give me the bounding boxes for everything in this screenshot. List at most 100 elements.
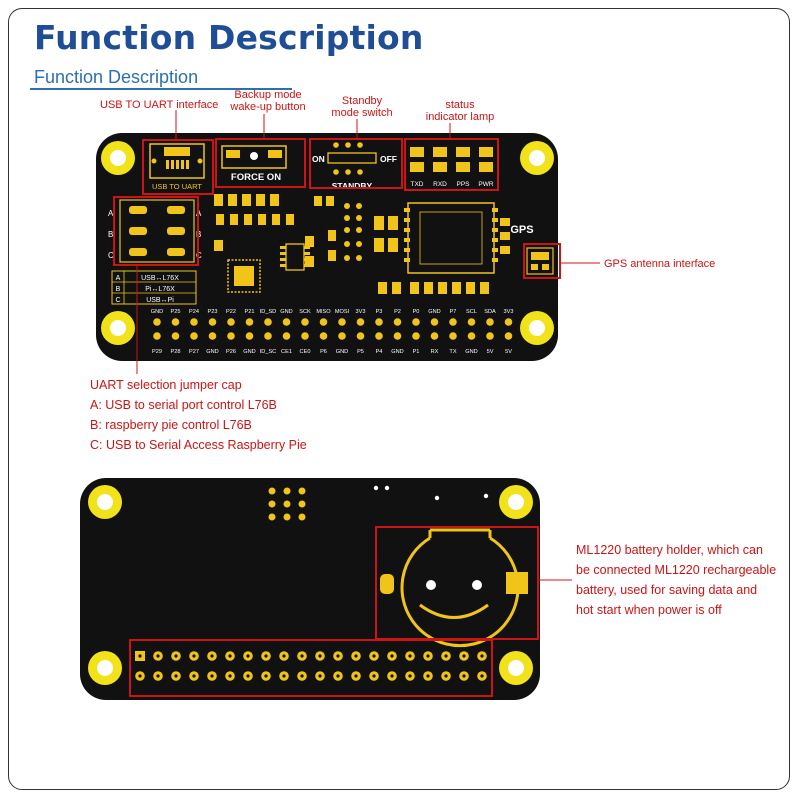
- page-subtitle: Function Description: [34, 67, 199, 87]
- standby-callout-line2: mode switch: [331, 107, 393, 119]
- standby-switch: ON OFF STANDBY: [312, 142, 397, 191]
- gpio-bottom-label: 5V: [487, 349, 494, 355]
- gpio-bottom-label: 5V: [505, 349, 512, 355]
- bottom-mount-holes: [88, 485, 533, 685]
- jumper-legend-table: A USB↔L76X B Pi↔L76X C USB↔Pi: [111, 270, 197, 305]
- bottom-header-hole: [210, 674, 214, 678]
- gpio-bottom-label: GND: [391, 349, 403, 355]
- bottom-header-hole: [444, 654, 448, 658]
- gpio-top-label: SDA: [484, 309, 496, 315]
- bottom-header-hole: [246, 654, 250, 658]
- gpio-pad: [264, 318, 272, 326]
- backup-highlight-box: [215, 138, 306, 188]
- gpio-pad: [319, 318, 328, 326]
- gpio-pad: [264, 332, 272, 340]
- page-title: Function Description: [34, 18, 424, 57]
- status-callout-line1: status: [445, 99, 475, 111]
- usb-to-uart-silk: USB TO UART: [152, 182, 202, 191]
- jumper-b-left: B: [108, 230, 113, 239]
- gps-highlight-box: [523, 243, 561, 279]
- gps-antenna-connector: [526, 247, 554, 275]
- legend-key-b: B: [116, 286, 121, 293]
- gpio-pad: [171, 318, 180, 326]
- bottom-header-hole: [462, 674, 466, 678]
- gpio-bottom-label: P4: [376, 349, 383, 355]
- gpio-bottom-label: GND: [243, 349, 255, 355]
- battery-holder: [380, 528, 528, 648]
- gpio-bottom-label: P6: [320, 349, 327, 355]
- led-pwr: PWR: [478, 181, 493, 188]
- bottom-header-hole: [156, 674, 160, 678]
- gpio-pad: [282, 332, 291, 340]
- battery-note-line2: be connected ML1220 rechargeable: [576, 563, 777, 577]
- legend-val-a: USB↔L76X: [141, 275, 179, 282]
- gpio-top-label: P3: [376, 309, 383, 315]
- gpio-pad: [412, 332, 420, 340]
- led-txd: TXD: [411, 181, 424, 188]
- gpio-bottom-label: P27: [189, 349, 199, 355]
- bottom-header-hole: [462, 654, 466, 658]
- status-leds: TXD RXD PPS PWR: [410, 147, 494, 188]
- gpio-pad: [190, 318, 198, 326]
- bottom-through-holes: [268, 487, 306, 521]
- gpio-pad: [319, 332, 328, 340]
- gpio-pad: [486, 332, 494, 340]
- off-silk: OFF: [380, 154, 397, 164]
- gpio-top-label: SCL: [466, 309, 477, 315]
- gpio-top-label: GND: [151, 309, 163, 315]
- gpio-top-label: P7: [450, 309, 457, 315]
- gpio-bottom-label: ID_SC: [260, 349, 276, 355]
- gps-silk: GPS: [510, 224, 533, 236]
- gps-antenna-callout: GPS antenna interface: [604, 258, 716, 270]
- gpio-pad: [356, 332, 365, 340]
- gpio-pad: [208, 318, 217, 326]
- gpio-top-label: P23: [208, 309, 218, 315]
- gpio-top-label: SCK: [299, 309, 311, 315]
- gpio-pad: [282, 318, 291, 326]
- bottom-header-highlight-box: [129, 639, 493, 697]
- bottom-header-hole: [480, 674, 484, 678]
- bottom-header-hole: [282, 654, 286, 658]
- bottom-header-hole: [192, 674, 196, 678]
- legend-key-a: A: [116, 275, 121, 282]
- status-highlight-box: [404, 138, 499, 191]
- gpio-bottom-label: P29: [152, 349, 162, 355]
- backup-callout-line2: wake-up button: [230, 101, 306, 113]
- standby-highlight-box: [309, 138, 403, 189]
- bottom-header-hole: [480, 654, 484, 658]
- bottom-header-hole: [192, 654, 196, 658]
- backup-callout-line1: Backup mode: [234, 89, 302, 101]
- usb-uart-callout: USB TO UART interface: [100, 99, 219, 111]
- bottom-header-hole: [444, 674, 448, 678]
- on-silk: ON: [312, 154, 325, 164]
- bottom-header-hole: [300, 674, 304, 678]
- bottom-header-hole: [336, 674, 340, 678]
- gpio-top-label: 3V3: [504, 309, 514, 315]
- gpio-top-label: P21: [245, 309, 255, 315]
- jumper-a-left: A: [108, 209, 114, 218]
- bottom-small-vias: [373, 485, 489, 501]
- bottom-header-hole: [228, 674, 232, 678]
- subtitle-underline: [30, 88, 292, 90]
- gpio-pad: [338, 332, 346, 340]
- bottom-header-hole: [138, 674, 142, 678]
- bottom-header-hole: [264, 654, 268, 658]
- gpio-pad: [393, 332, 402, 340]
- gpio-bottom-label: P5: [357, 349, 364, 355]
- gps-module: [404, 202, 498, 274]
- gpio-bottom-label: GND: [336, 349, 348, 355]
- standby-silk: STANDBY: [332, 181, 373, 191]
- uart-selection-note: UART selection jumper cap A: USB to seri…: [90, 375, 307, 455]
- usb-connector: USB TO UART: [149, 143, 205, 191]
- gpio-pad: [301, 332, 309, 340]
- bottom-header-hole: [390, 654, 394, 658]
- standby-callout-line1: Standby: [341, 95, 383, 107]
- status-callout-line2: indicator lamp: [425, 111, 495, 123]
- gpio-pad: [375, 332, 383, 340]
- gpio-pad: [153, 318, 161, 326]
- gpio-pad: [301, 318, 309, 326]
- gpio-top-label: ID_SD: [260, 309, 276, 315]
- gpio-pad: [338, 318, 346, 326]
- gpio-pad: [375, 318, 383, 326]
